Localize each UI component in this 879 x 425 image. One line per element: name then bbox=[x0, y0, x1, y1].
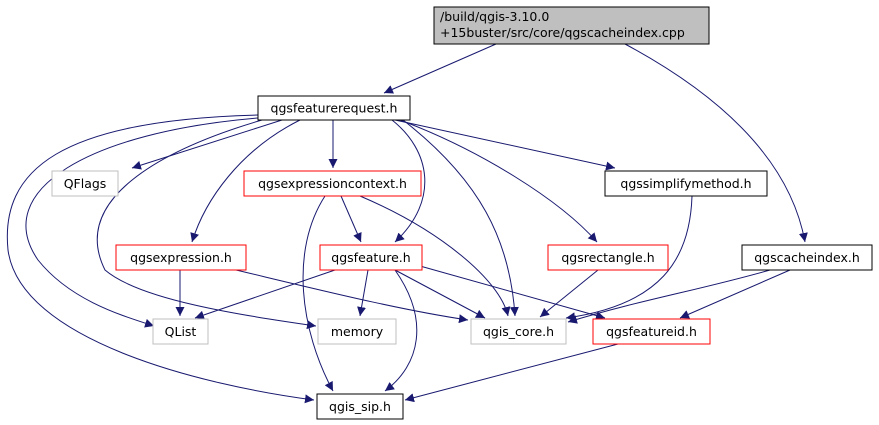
edge-qgsfeature-to-memory bbox=[357, 269, 369, 317]
edge-qgsfeaturerequest-to-qgsexpression bbox=[190, 119, 301, 243]
node-box bbox=[592, 318, 711, 345]
edge-qgsfeaturerequest-to-qgsfeature bbox=[391, 119, 426, 243]
edge-qgsfeaturerequest-to-qgsrectangle bbox=[399, 119, 598, 243]
node-label: +15buster/src/core/qgscacheindex.cpp bbox=[440, 25, 685, 40]
node-label: qgsrectangle.h bbox=[561, 250, 654, 265]
node-box bbox=[152, 318, 209, 345]
node-label: QList bbox=[165, 324, 197, 339]
node-qgscacheindex[interactable]: qgscacheindex.h bbox=[741, 244, 873, 271]
node-label: /build/qgis-3.10.0 bbox=[440, 9, 549, 24]
edge-qgsfeaturerequest-to-qgis_sip bbox=[6, 114, 315, 404]
node-label: qgsfeatureid.h bbox=[606, 324, 697, 339]
node-label: qgis_core.h bbox=[483, 324, 554, 339]
edge-qgsfeaturerequest-to-qlist bbox=[25, 117, 259, 328]
node-qgsfeaturerequest[interactable]: qgsfeaturerequest.h bbox=[257, 95, 411, 121]
edge-qgsfeature-to-qlist bbox=[194, 269, 336, 320]
node-label: qgssimplifymethod.h bbox=[620, 176, 751, 191]
node-box bbox=[741, 244, 873, 271]
edge-qgsexpressioncontext-to-qgis_core bbox=[359, 195, 511, 317]
node-label: QFlags bbox=[64, 176, 107, 191]
node-box bbox=[243, 170, 422, 197]
node-qgssimplifymethod[interactable]: qgssimplifymethod.h bbox=[604, 170, 768, 197]
node-box bbox=[317, 318, 397, 345]
nodes-layer: /build/qgis-3.10.0+15buster/src/core/qgs… bbox=[51, 6, 873, 420]
node-qgis_core: qgis_core.h bbox=[470, 318, 567, 345]
node-qlist: QList bbox=[152, 318, 209, 345]
node-qgsrectangle[interactable]: qgsrectangle.h bbox=[547, 244, 669, 271]
node-qgsexpressioncontext[interactable]: qgsexpressioncontext.h bbox=[243, 170, 422, 197]
node-qgis_sip[interactable]: qgis_sip.h bbox=[316, 393, 404, 420]
edge-qgsfeaturerequest-to-qgis_core bbox=[402, 119, 519, 317]
edge-qgscacheindex-to-qgsfeatureid bbox=[679, 269, 791, 319]
edge-qgsfeaturerequest-to-memory bbox=[97, 119, 317, 330]
node-qgsfeatureid[interactable]: qgsfeatureid.h bbox=[592, 318, 711, 345]
edge-qgsexpressioncontext-to-qgis_sip bbox=[302, 195, 334, 392]
edge-qgsexpression-to-qgis_core bbox=[235, 269, 469, 324]
node-qgsexpression[interactable]: qgsexpression.h bbox=[115, 244, 247, 271]
edge-qgsfeature-to-qgis_sip bbox=[384, 269, 418, 392]
node-box bbox=[604, 170, 768, 197]
node-box bbox=[319, 244, 423, 271]
node-label: qgscacheindex.h bbox=[754, 250, 860, 265]
node-label: qgis_sip.h bbox=[329, 399, 391, 414]
edge-root-to-qgscacheindex bbox=[624, 43, 808, 243]
node-qflags: QFlags bbox=[51, 170, 119, 197]
edge-qgsfeature-to-qgsfeatureid bbox=[419, 265, 606, 320]
node-label: memory bbox=[331, 324, 384, 339]
edge-qgsexpressioncontext-to-qgsfeature bbox=[340, 195, 362, 243]
node-label: qgsfeaturerequest.h bbox=[271, 101, 398, 116]
node-box bbox=[115, 244, 247, 271]
node-box bbox=[433, 6, 710, 45]
node-box bbox=[257, 95, 411, 121]
node-root[interactable]: /build/qgis-3.10.0+15buster/src/core/qgs… bbox=[433, 6, 710, 45]
node-label: qgsexpression.h bbox=[130, 250, 232, 265]
node-box bbox=[470, 318, 567, 345]
edge-root-to-qgsfeaturerequest bbox=[383, 43, 497, 94]
node-label: qgsexpressioncontext.h bbox=[258, 176, 407, 191]
edge-qgsfeature-to-qgis_core bbox=[394, 269, 486, 319]
edge-qgscacheindex-to-qgis_core bbox=[567, 269, 771, 324]
node-box bbox=[316, 393, 404, 420]
node-box bbox=[51, 170, 119, 197]
edge-qgsfeaturerequest-to-qgssimplifymethod bbox=[394, 119, 616, 171]
node-label: qgsfeature.h bbox=[331, 250, 410, 265]
edge-qgsfeatureid-to-qgis_sip bbox=[404, 343, 619, 403]
edge-qgsfeaturerequest-to-qflags bbox=[131, 119, 283, 170]
node-memory: memory bbox=[317, 318, 397, 345]
edges-layer bbox=[6, 43, 808, 404]
edge-qgsrectangle-to-qgis_core bbox=[539, 269, 599, 318]
node-qgsfeature[interactable]: qgsfeature.h bbox=[319, 244, 423, 271]
node-box bbox=[547, 244, 669, 271]
